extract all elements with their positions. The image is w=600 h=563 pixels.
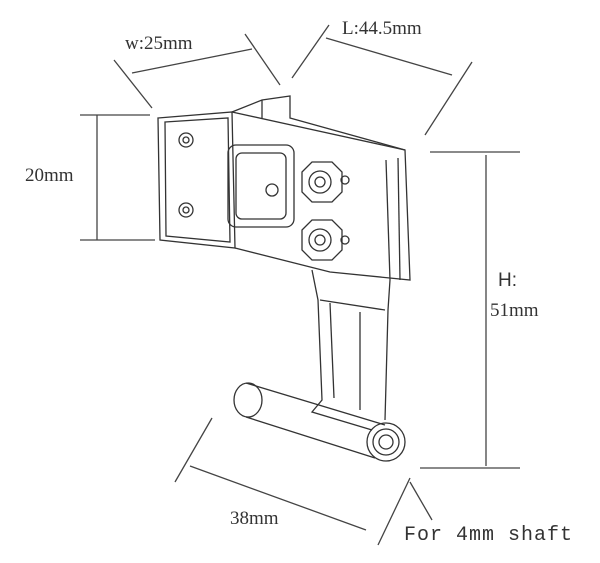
height-prefix-label: H: [498,270,517,291]
bracket-part [157,95,411,462]
plate-height-label: 20mm [25,165,74,186]
height-value-label: 51mm [490,300,539,321]
width-label: w:25mm [125,33,193,54]
dimension-lines [80,24,520,546]
length-label: L:44.5mm [342,18,422,39]
shaft-length-label: 38mm [230,508,279,529]
shaft-note-label: For 4mm shaft [404,524,574,547]
